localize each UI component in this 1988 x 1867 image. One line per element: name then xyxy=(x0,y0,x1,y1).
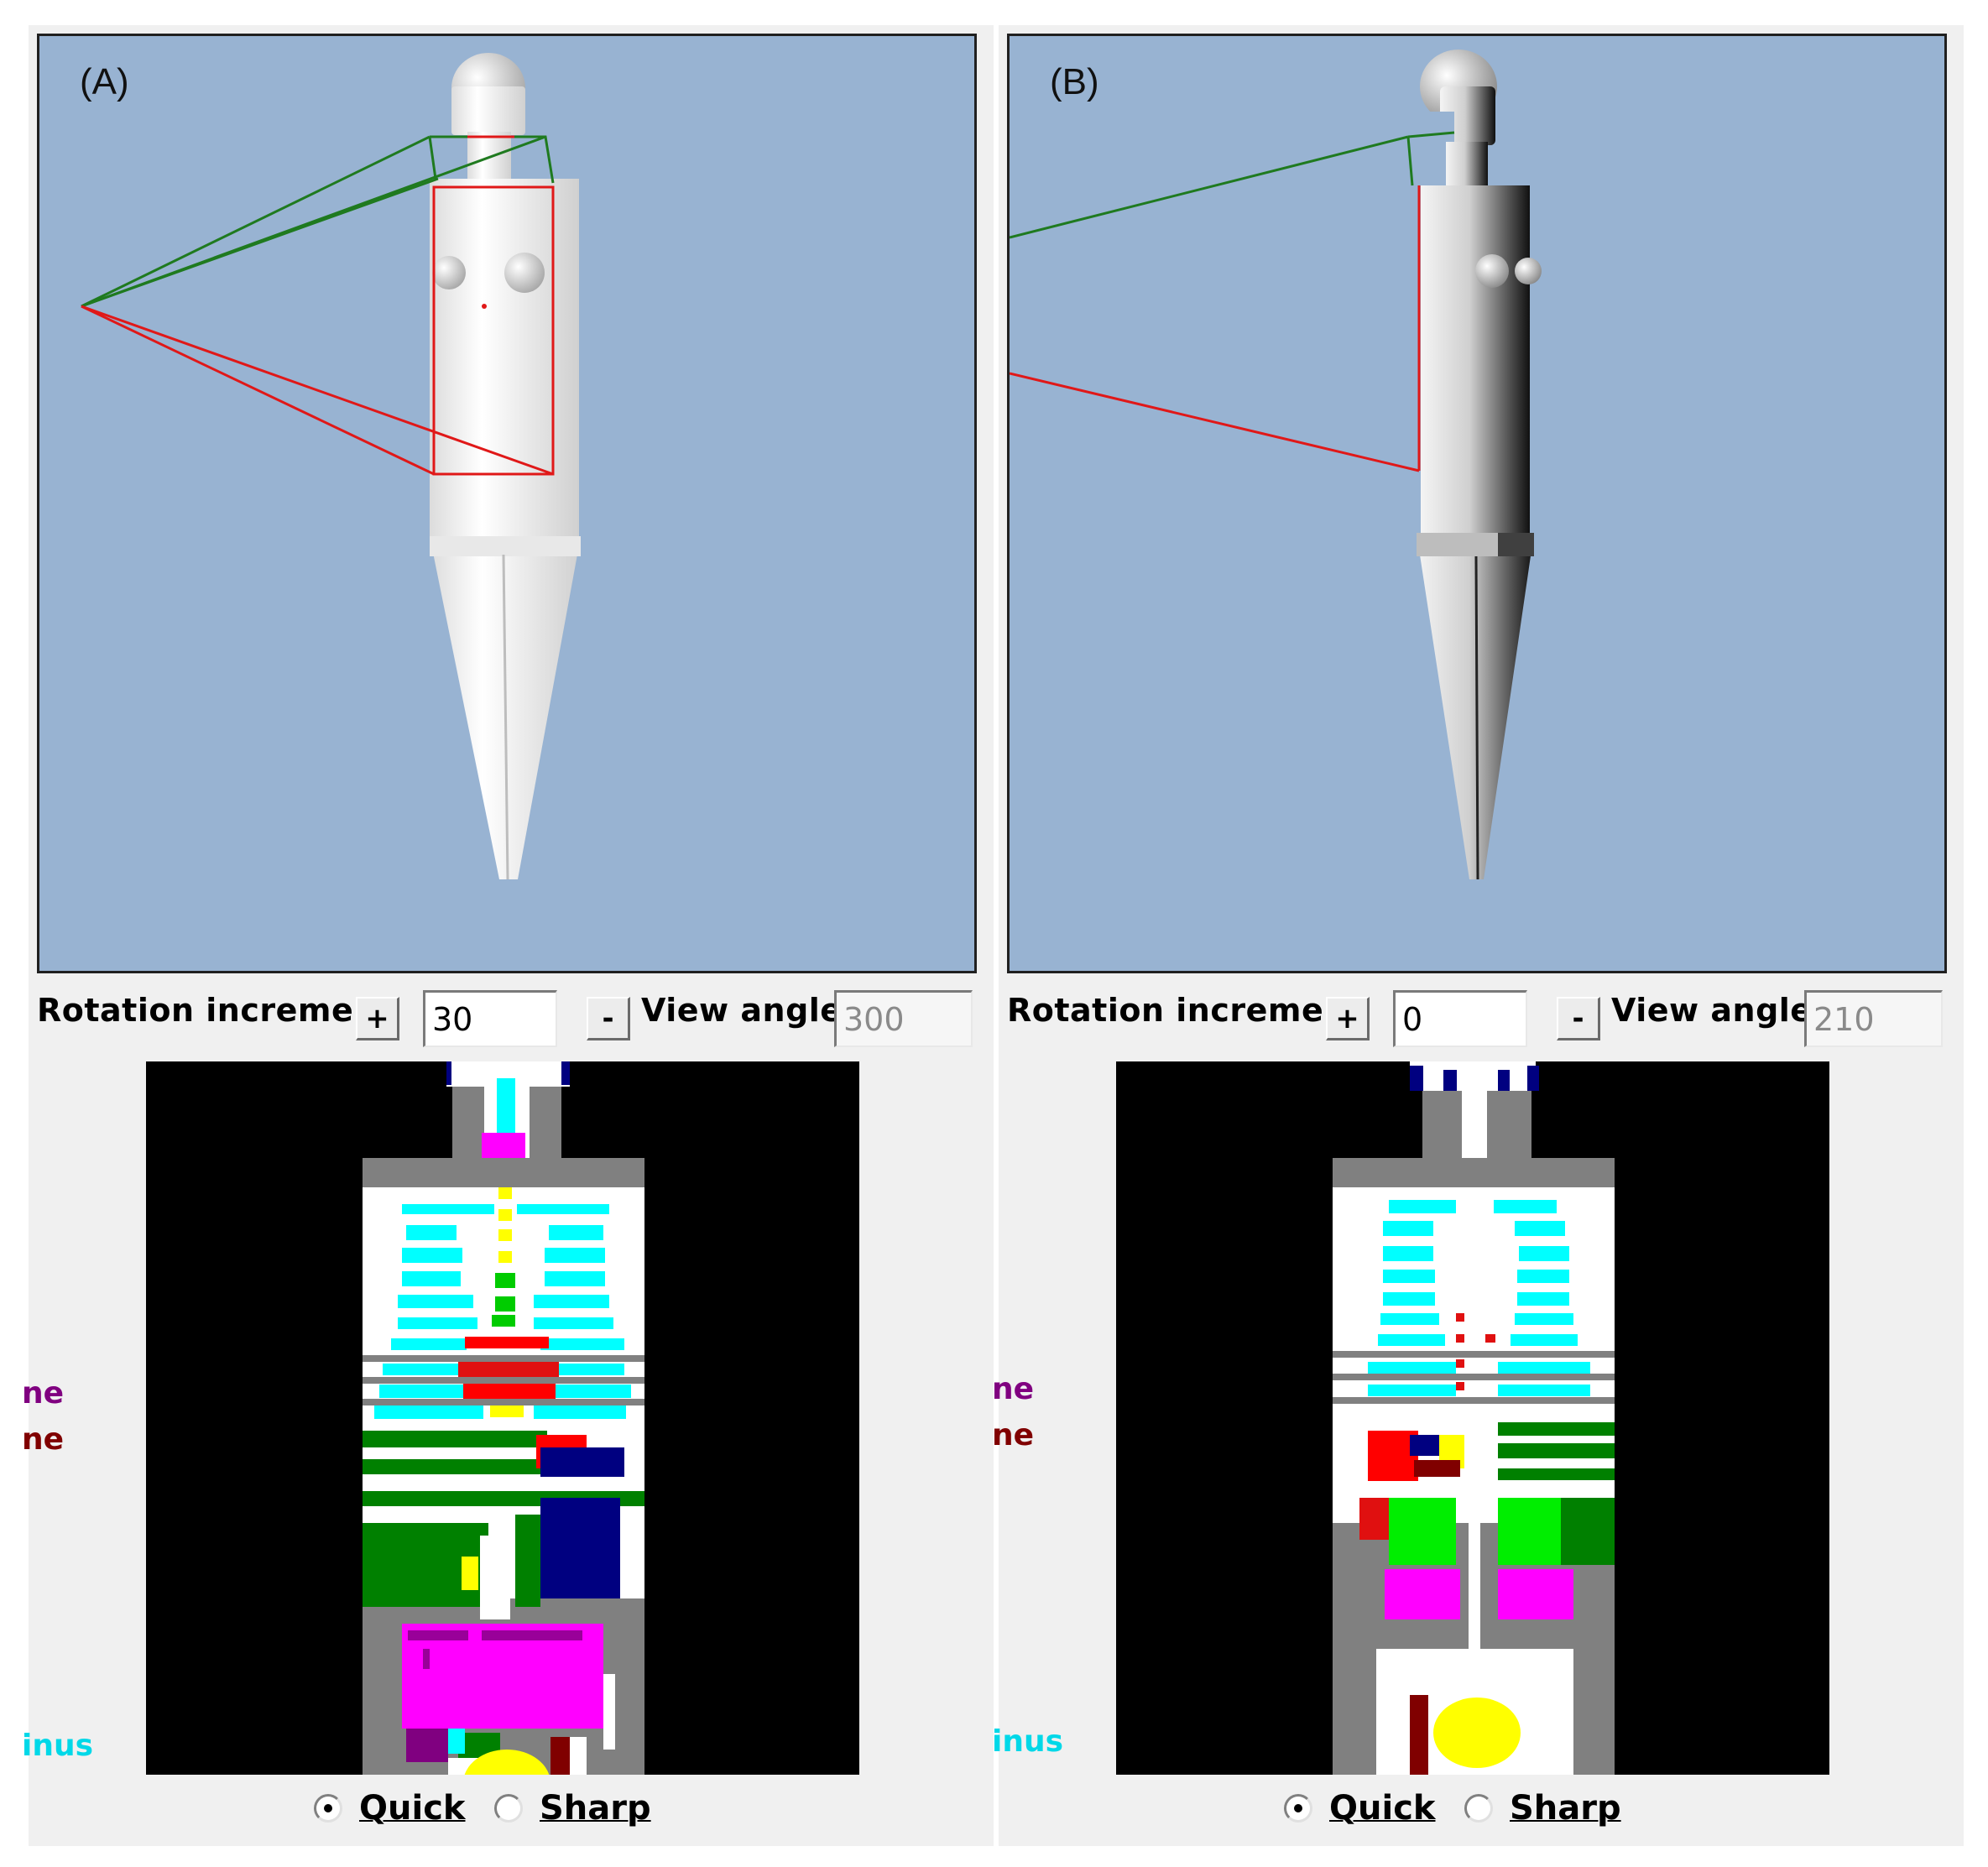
3d-viewport-b[interactable]: (B) xyxy=(1007,34,1947,973)
radio-quick-label: Quick xyxy=(1329,1789,1436,1828)
source-frustum-green xyxy=(1010,131,1455,239)
radio-sharp-label: Sharp xyxy=(540,1789,651,1828)
radio-quick-indicator[interactable] xyxy=(314,1794,342,1823)
view-angle-label: View angle : xyxy=(641,992,867,1029)
phantom-torso xyxy=(430,179,579,548)
legend-label-1: ne xyxy=(992,1372,1035,1406)
rotation-controls-b: Rotation increment + 0 - View angle : 21… xyxy=(999,982,1964,1049)
rotation-controls-a: Rotation increment + 30 - View angle : 3… xyxy=(29,982,994,1049)
rotation-plus-button[interactable]: + xyxy=(356,997,399,1040)
phantom-slice-image-a xyxy=(146,1061,859,1775)
phantom-3d-scene-a xyxy=(81,53,581,880)
view-angle-field: 210 xyxy=(1804,990,1943,1047)
phantom-neck xyxy=(467,132,511,179)
radio-quick-label: Quick xyxy=(359,1789,466,1828)
panel-a: (A) Rotation increment + 30 - View angle… xyxy=(22,25,994,1846)
rotation-plus-button[interactable]: + xyxy=(1326,997,1370,1040)
legend-label-2: ne xyxy=(992,1418,1035,1452)
radio-sharp-indicator[interactable] xyxy=(1464,1794,1493,1823)
radio-sharp[interactable]: Sharp xyxy=(494,1783,651,1833)
render-mode-group-a: Quick Sharp xyxy=(314,1783,733,1833)
source-frustum-green xyxy=(81,135,555,308)
legend-label-3: inus xyxy=(22,1729,94,1763)
rotation-increment-label: Rotation increment xyxy=(37,992,393,1029)
phantom-3d-scene-b xyxy=(1010,50,1542,880)
phantom-neck xyxy=(1446,142,1488,189)
radio-quick-indicator[interactable] xyxy=(1284,1794,1312,1823)
phantom-torso xyxy=(1421,185,1530,546)
rotation-minus-button[interactable]: - xyxy=(1557,997,1600,1040)
radio-sharp[interactable]: Sharp xyxy=(1464,1783,1621,1833)
legend-label-2: ne xyxy=(22,1422,65,1457)
source-frustum-red xyxy=(1010,185,1421,472)
panel-label: (A) xyxy=(80,61,129,102)
view-angle-label: View angle : xyxy=(1611,992,1837,1029)
radio-quick[interactable]: Quick xyxy=(1284,1783,1436,1833)
legend-label-3: inus xyxy=(992,1724,1064,1759)
rotation-minus-button[interactable]: - xyxy=(587,997,630,1040)
radio-sharp-label: Sharp xyxy=(1510,1789,1621,1828)
phantom-slice-a xyxy=(146,1061,859,1775)
rotation-increment-field[interactable]: 30 xyxy=(423,990,557,1047)
source-frustum-red xyxy=(81,135,555,476)
radio-quick[interactable]: Quick xyxy=(314,1783,466,1833)
rotation-increment-field[interactable]: 0 xyxy=(1393,990,1527,1047)
phantom-slice-image-b xyxy=(1116,1061,1829,1775)
radio-sharp-indicator[interactable] xyxy=(494,1794,523,1823)
phantom-slice-b xyxy=(1116,1061,1829,1775)
panel-label: (B) xyxy=(1050,61,1099,102)
rotation-increment-label: Rotation increment xyxy=(1007,992,1363,1029)
view-angle-field: 300 xyxy=(834,990,973,1047)
3d-viewport-a[interactable]: (A) xyxy=(37,34,977,973)
phantom-legs xyxy=(1417,533,1534,879)
panel-b: (B) Rotation increment + 0 - View angle … xyxy=(992,25,1964,1846)
legend-label-1: ne xyxy=(22,1376,65,1411)
render-mode-group-b: Quick Sharp xyxy=(1284,1783,1704,1833)
